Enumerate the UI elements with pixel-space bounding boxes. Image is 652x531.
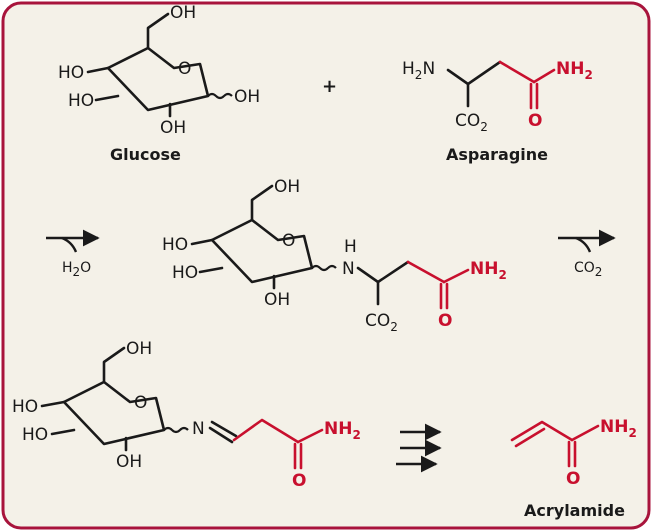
- intermediate-ho-lower: HO: [172, 263, 198, 283]
- glucose-label: Glucose: [110, 145, 181, 164]
- asparagine-h2n: H2N: [402, 59, 435, 82]
- schiff-ho-lower: HO: [22, 425, 48, 445]
- plus-sign: +: [322, 76, 337, 97]
- asparagine-nh2: NH2: [556, 59, 593, 82]
- intermediate-oh-bottom: OH: [264, 290, 290, 310]
- step1-arrow: H2O: [46, 229, 100, 279]
- intermediate-h: H: [344, 237, 357, 257]
- glucose-oh-top: OH: [170, 3, 196, 23]
- glucose-oh-bottom: OH: [160, 118, 186, 138]
- schiff-ho-upper: HO: [12, 397, 38, 417]
- glucose-ring-o: O: [178, 59, 191, 79]
- multistep-arrows: [396, 423, 442, 473]
- intermediate-n: N: [342, 259, 355, 279]
- glucose-oh-anomeric: OH: [234, 87, 260, 107]
- glucose-ho-lower: HO: [68, 91, 94, 111]
- asparagine-co2: CO2: [455, 111, 488, 134]
- intermediate-ho-upper: HO: [162, 235, 188, 255]
- acrylamide-label: Acrylamide: [524, 501, 625, 520]
- glucose-structure: OH O HO HO OH OH: [58, 3, 260, 138]
- schiff-carbonyl-o: O: [292, 471, 306, 491]
- intermediate-ring-o: O: [282, 231, 295, 251]
- acrylamide-structure: NH2 O: [510, 417, 637, 489]
- step2-arrow: CO2: [558, 229, 616, 279]
- schiff-oh-top: OH: [126, 339, 152, 359]
- schiff-nh2: NH2: [324, 419, 361, 442]
- glycosylamine-structure: OH O HO HO OH N H NH2 O CO2: [162, 177, 507, 334]
- schiff-ring-o: O: [134, 393, 147, 413]
- step2-byproduct: CO2: [574, 260, 602, 279]
- acrylamide-carbonyl-o: O: [566, 469, 580, 489]
- asparagine-label: Asparagine: [446, 145, 548, 164]
- acrylamide-nh2: NH2: [600, 417, 637, 440]
- schiff-base-structure: OH O HO HO OH N NH2 O: [12, 339, 361, 491]
- asparagine-structure: H2N NH2 O CO2: [402, 59, 593, 134]
- asparagine-carbonyl-o: O: [528, 111, 542, 131]
- intermediate-nh2: NH2: [470, 259, 507, 282]
- intermediate-oh-top: OH: [274, 177, 300, 197]
- schiff-oh-bottom: OH: [116, 452, 142, 472]
- glucose-ho-upper: HO: [58, 63, 84, 83]
- intermediate-carbonyl-o: O: [438, 311, 452, 331]
- intermediate-co2: CO2: [365, 311, 398, 334]
- step1-byproduct: H2O: [62, 260, 91, 279]
- schiff-n: N: [192, 419, 205, 439]
